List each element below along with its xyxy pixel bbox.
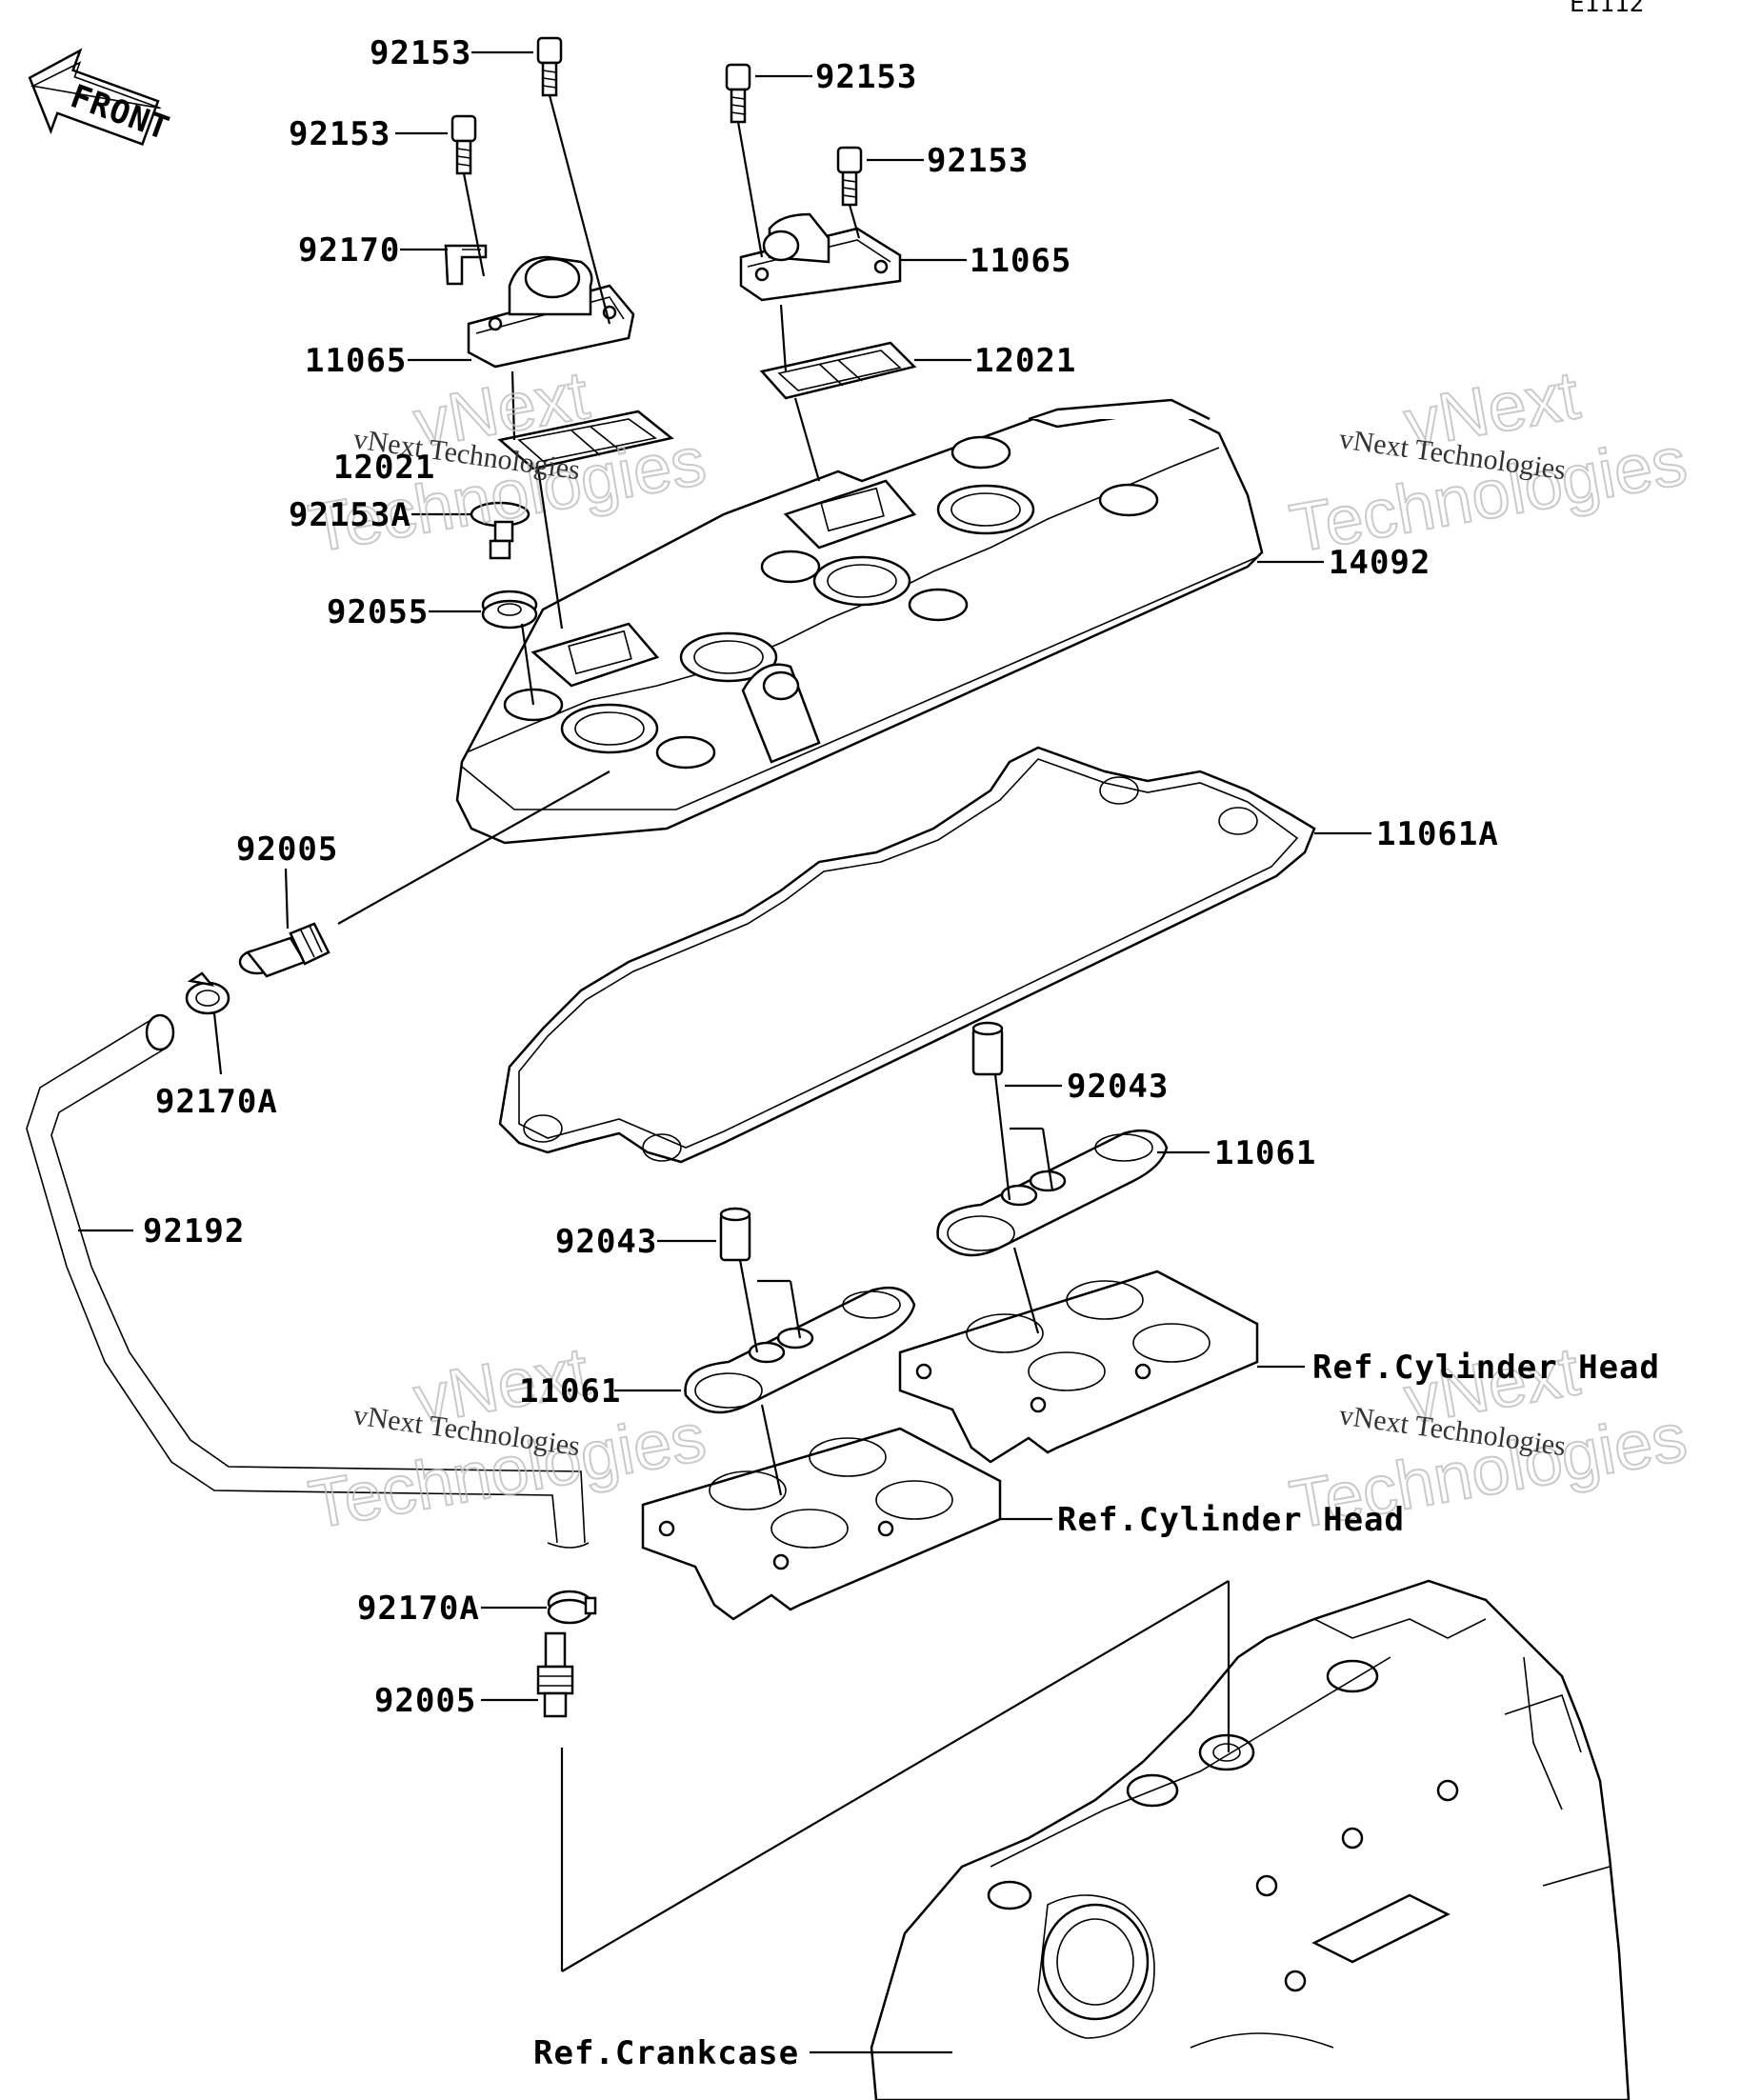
- callout-12021-right: 12021: [974, 342, 1076, 380]
- gasket-11061-left: [684, 1286, 916, 1414]
- callout-ref-cylinder-head-left: Ref.Cylinder Head: [1057, 1501, 1405, 1539]
- plate-right-12021: [759, 341, 917, 400]
- dowel-pin-92043-left: [719, 1207, 751, 1262]
- dowel-pin-92043-right: [971, 1021, 1004, 1076]
- hose-clamp-92170A-lower: [547, 1590, 597, 1625]
- breather-hose-92192: [26, 1013, 590, 1549]
- gasket-11061A: [498, 746, 1316, 1164]
- cylinder-head-cover-14092: [455, 398, 1264, 845]
- cylinder-head-caps-left: [641, 1427, 1002, 1621]
- callout-labels: 92153 92153 92153 92153 92170 11065 1106…: [143, 34, 1660, 2072]
- breather-fitting-92005-lower: [536, 1631, 574, 1718]
- callout-11061A: 11061A: [1376, 815, 1499, 853]
- callout-12021-left: 12021: [333, 449, 435, 487]
- callout-92055: 92055: [327, 593, 429, 631]
- front-arrow-icon: FRONT: [28, 48, 174, 148]
- plate-left-12021: [497, 410, 674, 470]
- callout-ref-cylinder-head-right: Ref.Cylinder Head: [1312, 1349, 1660, 1387]
- bolt-92153-d: [836, 146, 863, 207]
- callout-11065-right: 11065: [970, 242, 1071, 280]
- callout-92153-d: 92153: [927, 142, 1029, 180]
- breather-cover-left-11065: [467, 255, 635, 369]
- callout-92153-a: 92153: [370, 34, 471, 72]
- callout-92043-right: 92043: [1067, 1068, 1169, 1106]
- hose-clamp-92170A-upper: [185, 971, 230, 1015]
- callout-11061-left: 11061: [519, 1372, 621, 1410]
- grommet-92055: [481, 590, 538, 630]
- bolt-92153-b: [450, 114, 477, 175]
- diagram-code: E1112: [1570, 0, 1644, 18]
- crankcase-engine: [870, 1579, 1631, 2100]
- leader-lines: [78, 50, 1371, 2054]
- callout-14092: 14092: [1329, 544, 1431, 582]
- watermark-top-right: vNext Technologies vNext Technologies: [1284, 356, 1693, 569]
- callout-92005-upper: 92005: [236, 830, 338, 869]
- breather-fitting-92005-upper: [238, 922, 330, 978]
- callout-92153-c: 92153: [815, 58, 917, 96]
- callout-92153-b: 92153: [289, 115, 390, 153]
- callout-92005-lower: 92005: [374, 1682, 476, 1720]
- bolt-92153A: [470, 501, 530, 560]
- bolt-92153-a: [536, 36, 563, 97]
- bolt-92153-c: [725, 63, 751, 124]
- callout-92192: 92192: [143, 1212, 245, 1250]
- callout-ref-crankcase: Ref.Crankcase: [533, 2034, 799, 2072]
- breather-cover-right-11065: [739, 212, 902, 302]
- callout-92170: 92170: [298, 231, 400, 270]
- callout-92170A-upper: 92170A: [155, 1083, 278, 1121]
- callout-92043-left: 92043: [555, 1223, 657, 1261]
- callout-92170A-lower: 92170A: [357, 1590, 480, 1628]
- callout-11065-left: 11065: [305, 342, 407, 380]
- callout-92153A: 92153A: [289, 496, 411, 534]
- gasket-11061-right: [936, 1129, 1169, 1257]
- callout-11061-right: 11061: [1214, 1134, 1316, 1172]
- cylinder-head-caps-right: [898, 1270, 1259, 1464]
